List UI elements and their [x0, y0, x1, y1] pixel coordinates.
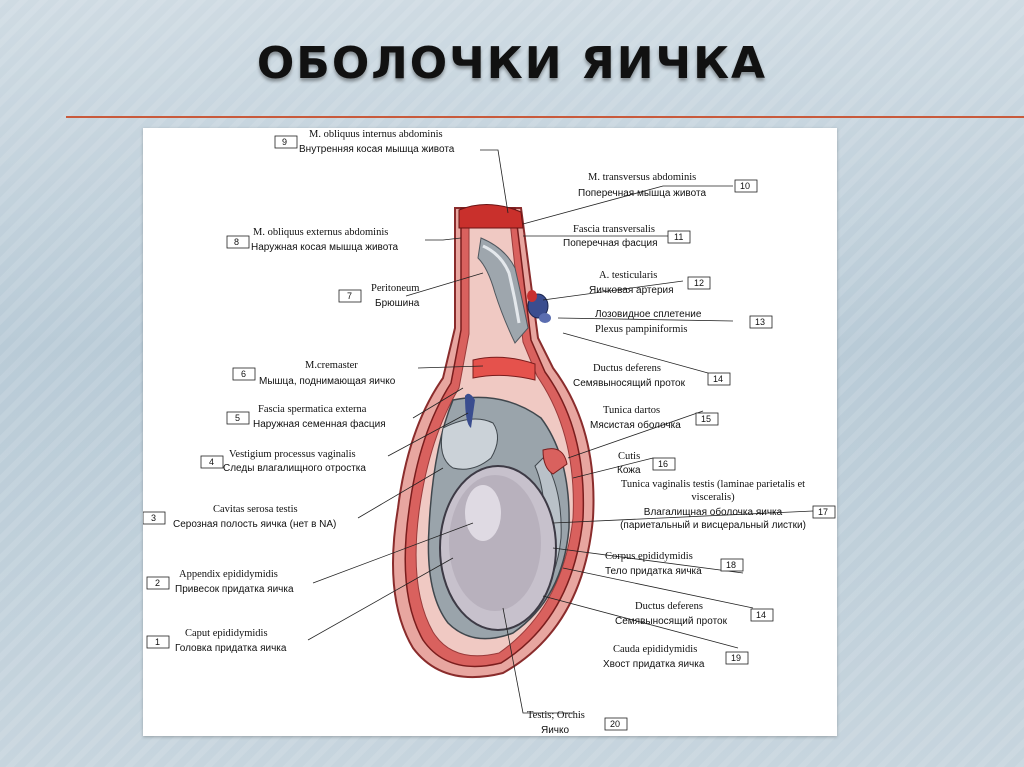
label-russian-plexus: Лозовидное сплетение [595, 309, 702, 320]
label-number-19: 19 [731, 653, 741, 663]
slide-title: ОБОЛОЧКИ ЯИЧКА [256, 38, 768, 89]
label-latin-peritoneum: Peritoneum [371, 283, 419, 294]
label-russian-corpus-epididymidis: Тело придатка яичка [605, 566, 702, 577]
label-russian-fascia-transversalis: Поперечная фасция [563, 237, 658, 249]
label-number-3: 3 [151, 513, 156, 523]
label-latin-dartos: Tunica dartos [603, 405, 660, 416]
label-russian-obliquus-externus: Наружная косая мышца живота [251, 242, 399, 253]
label-latin-obliquus-internus: M. obliquus internus abdominis [309, 129, 443, 140]
labels: 9 M. obliquus internus abdominis Внутрен… [143, 129, 836, 736]
label-russian-obliquus-internus: Внутренняя косая мышца живота [299, 144, 455, 155]
label-latin-ductus-deferens-lower: Ductus deferens [635, 601, 703, 612]
testis-coverings-diagram: 9 M. obliquus internus abdominis Внутрен… [143, 129, 836, 736]
label-russian-tunica-vaginalis: Влагалищная оболочка яичка (париетальный… [620, 507, 806, 531]
label-russian-vestigium: Следы влагалищного отростка [223, 463, 366, 474]
label-number-14-lower: 14 [756, 610, 766, 620]
label-russian-caput: Головка придатка яичка [175, 643, 287, 654]
label-latin-plexus: Plexus pampiniformis [595, 324, 687, 335]
label-number-5: 5 [235, 413, 240, 423]
label-number-17: 17 [818, 507, 828, 517]
label-tunica-vaginalis-block: Tunica vaginalis testis (laminae parieta… [620, 479, 806, 531]
label-latin-testis: Testis; Orchis [527, 710, 585, 721]
label-number-14-upper: 14 [713, 374, 723, 384]
label-latin-obliquus-externus: M. obliquus externus abdominis [253, 227, 388, 238]
label-latin-ductus-deferens-upper: Ductus deferens [593, 363, 661, 374]
label-latin-corpus-epididymidis: Corpus epididymidis [605, 551, 693, 562]
label-number-1: 1 [155, 637, 160, 647]
label-number-11: 11 [674, 232, 683, 242]
label-russian-testis: Яичко [541, 725, 570, 736]
label-latin-fascia-transversalis: Fascia transversalis [573, 224, 655, 235]
label-number-18: 18 [726, 560, 736, 570]
label-number-13: 13 [755, 317, 765, 327]
title-divider [66, 116, 1024, 118]
label-russian-dartos: Мясистая оболочка [590, 419, 681, 431]
label-russian-appendix: Привесок придатка яичка [175, 584, 294, 595]
anatomy-illustration [392, 203, 595, 679]
label-russian-ductus-deferens-lower: Семявыносящий проток [615, 616, 728, 627]
label-latin-cremaster: M.cremaster [305, 360, 358, 371]
label-russian-transversus: Поперечная мышца живота [578, 188, 706, 199]
label-latin-cauda: Cauda epididymidis [613, 644, 697, 655]
label-russian-fascia-spermatica: Наружная семенная фасция [253, 418, 386, 430]
label-russian-ductus-deferens-upper: Семявыносящий проток [573, 378, 686, 389]
anatomy-figure: 9 M. obliquus internus abdominis Внутрен… [143, 128, 837, 736]
label-number-2: 2 [155, 578, 160, 588]
label-russian-cremaster: Мышца, поднимающая яичко [259, 376, 396, 387]
label-latin-a-testicularis: A. testicularis [599, 270, 657, 281]
label-latin-vestigium: Vestigium processus vaginalis [229, 449, 356, 460]
label-latin-cavitas: Cavitas serosa testis [213, 504, 298, 515]
label-russian-a-testicularis: Яичковая артерия [589, 285, 674, 296]
label-latin-caput: Caput epididymidis [185, 628, 268, 639]
label-russian-peritoneum: Брюшина [375, 298, 420, 309]
label-latin-appendix: Appendix epididymidis [179, 569, 278, 580]
label-number-7: 7 [347, 291, 352, 301]
label-latin-fascia-spermatica: Fascia spermatica externa [258, 404, 367, 415]
label-number-10: 10 [740, 181, 750, 191]
label-number-6: 6 [241, 369, 246, 379]
label-russian-cutis: Кожа [617, 465, 641, 476]
label-number-9: 9 [282, 137, 287, 147]
label-number-15: 15 [701, 414, 711, 424]
label-number-12: 12 [694, 278, 704, 288]
label-latin-tunica-vaginalis: Tunica vaginalis testis (laminae parieta… [620, 479, 806, 503]
label-number-16: 16 [658, 459, 668, 469]
label-russian-cauda: Хвост придатка яичка [603, 659, 705, 670]
label-number-20: 20 [610, 719, 620, 729]
leader-lines [307, 149, 814, 714]
label-number-8: 8 [234, 237, 239, 247]
label-russian-cavitas: Серозная полость яичка (нет в NA) [173, 519, 336, 530]
label-latin-cutis: Cutis [618, 451, 640, 462]
label-number-4: 4 [209, 457, 214, 467]
label-latin-transversus: M. transversus abdominis [588, 172, 696, 183]
